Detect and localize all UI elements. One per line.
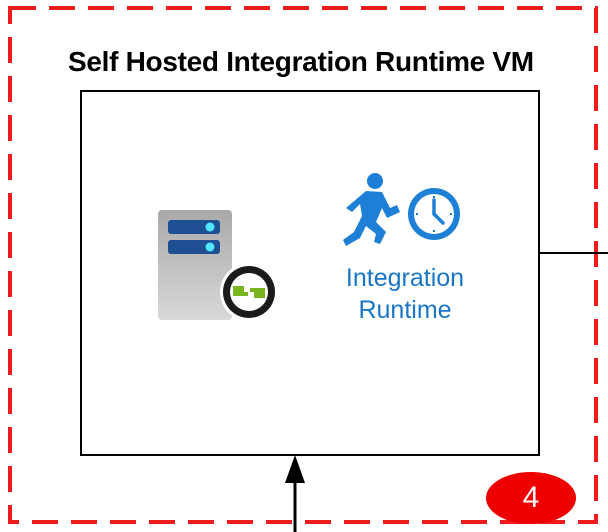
connector-right-line xyxy=(540,252,608,254)
running-person-clock-icon[interactable] xyxy=(340,172,472,248)
vm-container[interactable] xyxy=(80,90,540,456)
incoming-arrow xyxy=(285,455,305,532)
integration-runtime-label: Integration Runtime xyxy=(318,262,492,326)
step-number-badge: 4 xyxy=(486,472,576,524)
server-vm-icon[interactable] xyxy=(152,206,284,324)
runtime-label-line1: Integration xyxy=(345,264,465,292)
vm-title: Self Hosted Integration Runtime VM xyxy=(68,46,534,77)
runtime-label-line2: Runtime xyxy=(358,296,452,324)
